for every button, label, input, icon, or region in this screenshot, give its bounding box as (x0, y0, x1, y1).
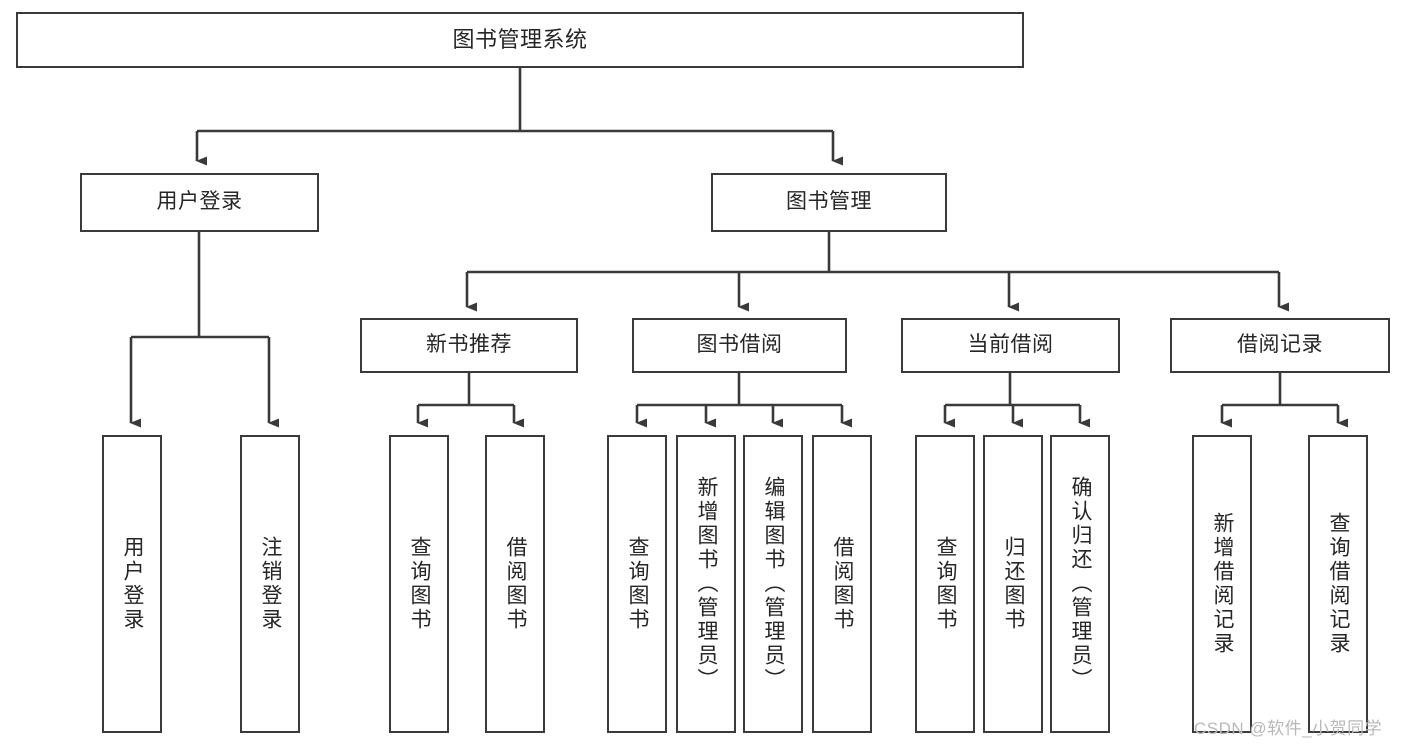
node-borrow-records[interactable]: 借阅记录 (1170, 318, 1390, 373)
node-current-borrow[interactable]: 当前借阅 (901, 318, 1120, 373)
leaf-current-query-book[interactable]: 查询图书 (915, 435, 975, 733)
node-new-book-recommend[interactable]: 新书推荐 (360, 318, 578, 373)
leaf-user-login[interactable]: 用户登录 (102, 435, 162, 733)
node-label: 查询图书 (408, 536, 432, 632)
leaf-recommend-borrow-book[interactable]: 借阅图书 (485, 435, 545, 733)
node-label: 编辑图书（管理员） (762, 476, 786, 692)
node-label: 查询图书 (626, 536, 650, 632)
node-book-borrow[interactable]: 图书借阅 (632, 318, 847, 373)
node-label: 图书管理系统 (452, 27, 588, 53)
node-label: 新增借阅记录 (1211, 512, 1235, 656)
node-label: 用户登录 (156, 190, 243, 214)
leaf-logout[interactable]: 注销登录 (240, 435, 300, 733)
node-label: 新书推荐 (426, 333, 512, 357)
leaf-records-add-record[interactable]: 新增借阅记录 (1192, 435, 1252, 733)
node-label: 图书借阅 (696, 333, 783, 357)
node-label: 借阅图书 (504, 536, 528, 632)
node-label: 用户登录 (121, 536, 145, 632)
node-label: 注销登录 (259, 536, 283, 632)
leaf-recommend-query-book[interactable]: 查询图书 (389, 435, 449, 733)
node-label: 借阅记录 (1237, 333, 1323, 357)
leaf-borrow-edit-book-admin[interactable]: 编辑图书（管理员） (743, 435, 803, 733)
leaf-borrow-borrow-book[interactable]: 借阅图书 (812, 435, 872, 733)
leaf-current-confirm-return-admin[interactable]: 确认归还（管理员） (1050, 435, 1110, 733)
leaf-borrow-query-book[interactable]: 查询图书 (607, 435, 667, 733)
leaf-records-query-record[interactable]: 查询借阅记录 (1308, 435, 1368, 733)
node-user-login[interactable]: 用户登录 (80, 173, 319, 232)
leaf-current-return-book[interactable]: 归还图书 (983, 435, 1043, 733)
leaf-borrow-add-book-admin[interactable]: 新增图书（管理员） (676, 435, 736, 733)
node-root-system[interactable]: 图书管理系统 (16, 12, 1024, 68)
node-label: 当前借阅 (967, 333, 1054, 357)
node-label: 新增图书（管理员） (695, 476, 719, 692)
node-label: 借阅图书 (831, 536, 855, 632)
csdn-watermark: CSDN @软件_小贺同学 (1194, 719, 1383, 738)
node-label: 查询借阅记录 (1327, 512, 1351, 656)
node-label: 确认归还（管理员） (1069, 476, 1093, 692)
node-book-management[interactable]: 图书管理 (711, 173, 947, 232)
node-label: 查询图书 (934, 536, 958, 632)
node-label: 归还图书 (1002, 536, 1026, 632)
node-label: 图书管理 (786, 190, 872, 214)
